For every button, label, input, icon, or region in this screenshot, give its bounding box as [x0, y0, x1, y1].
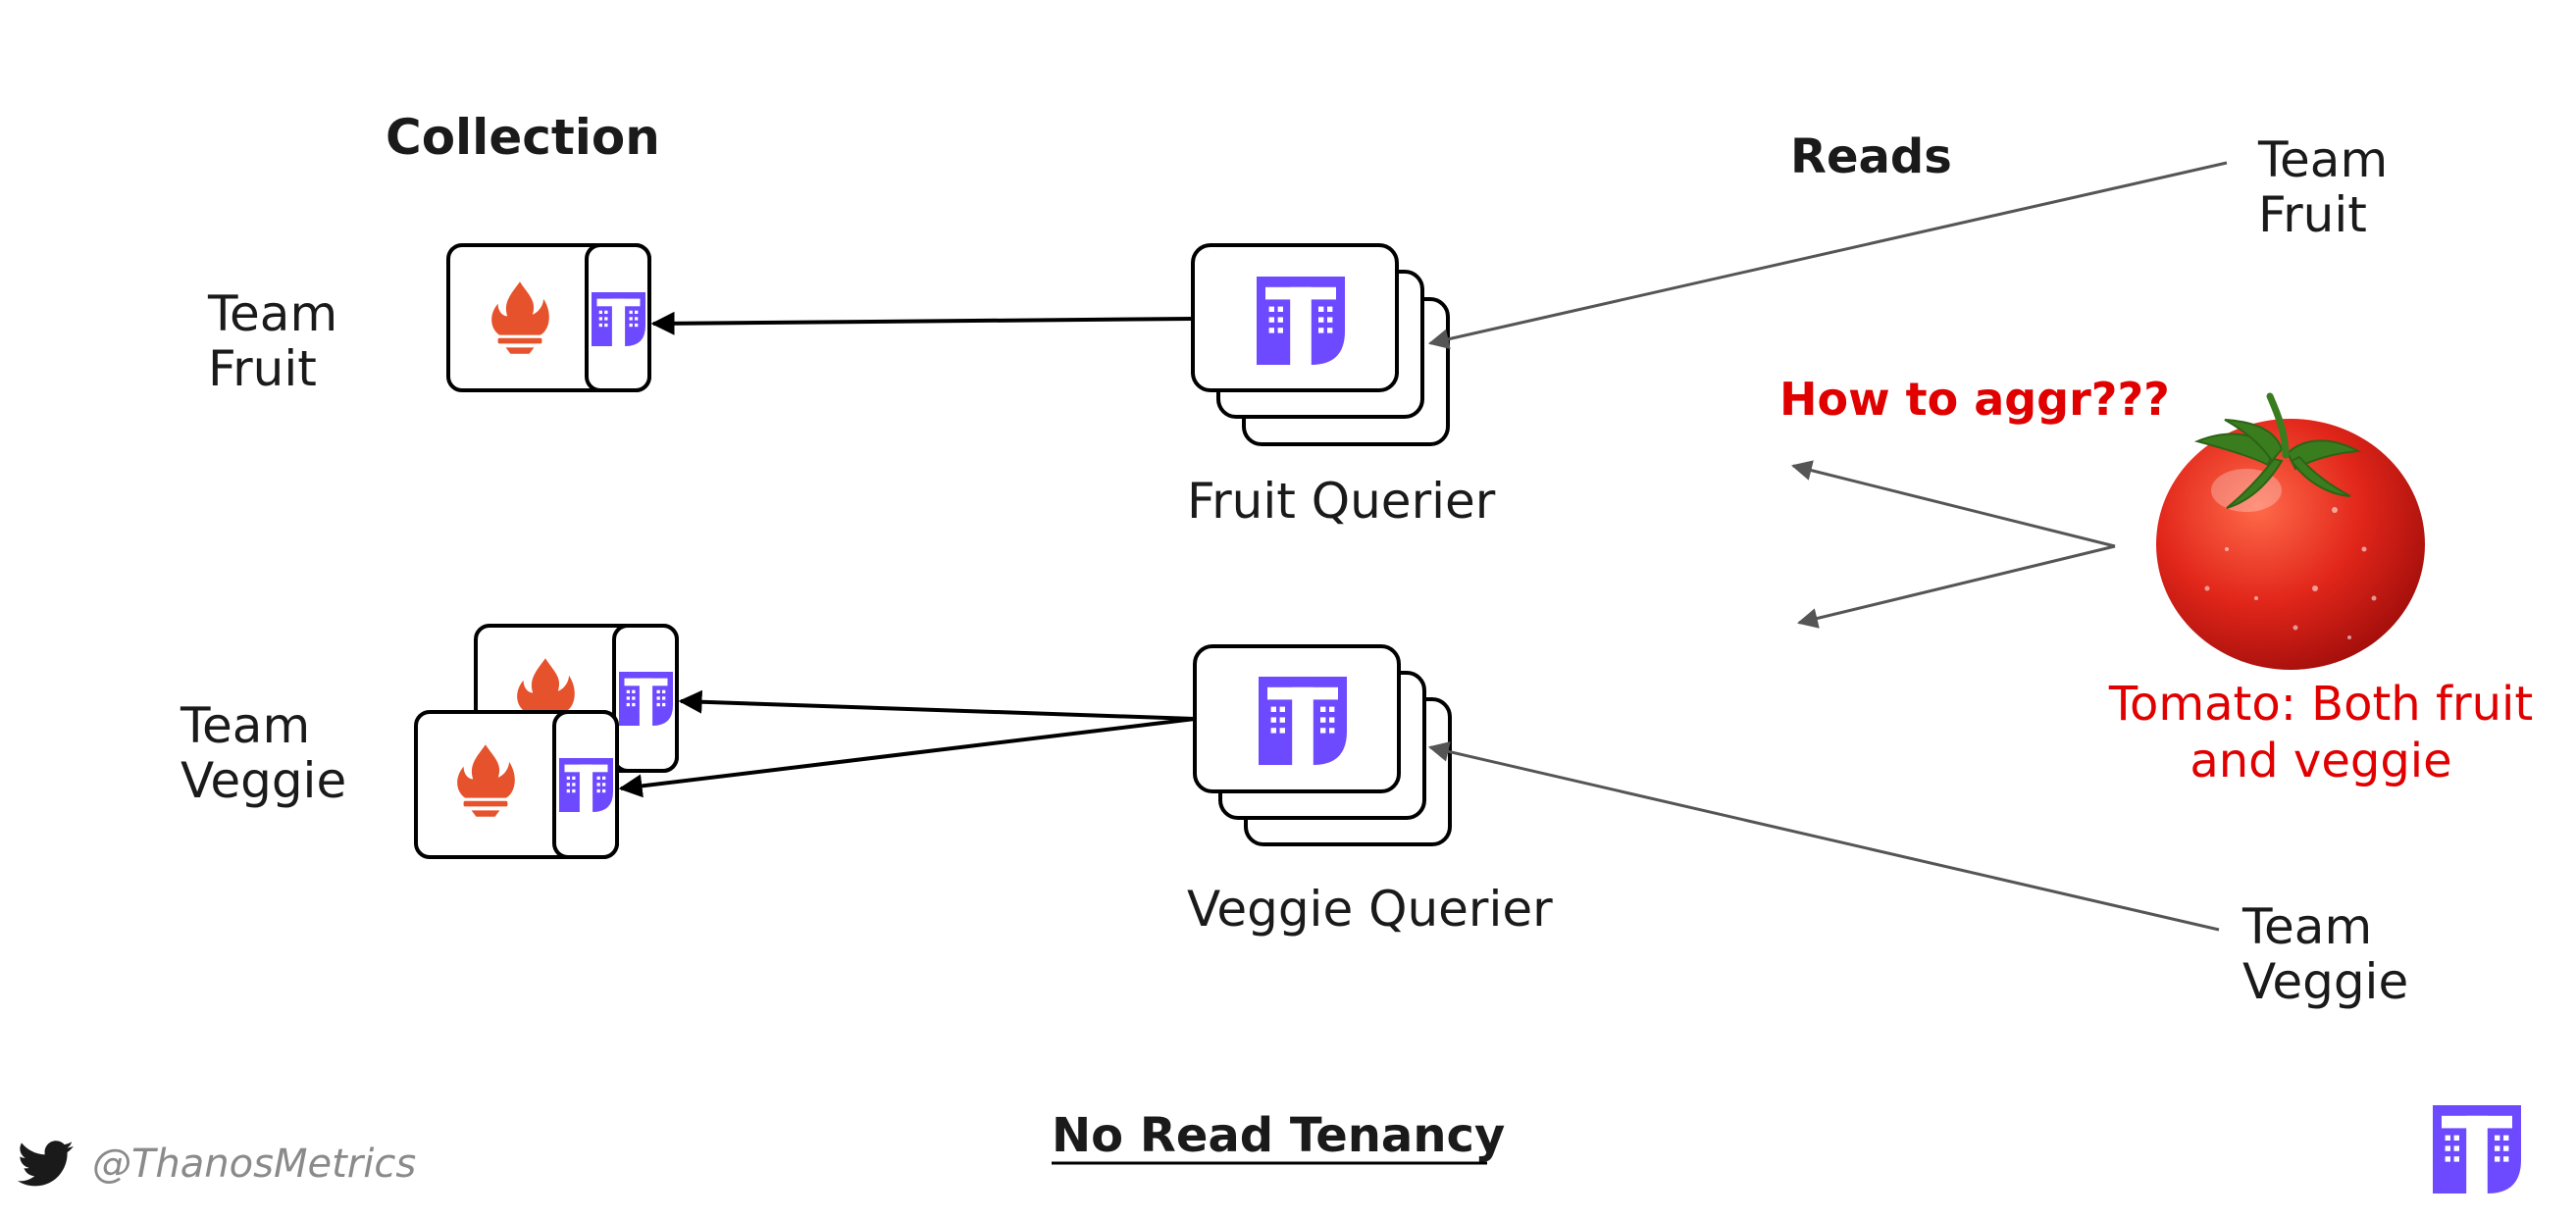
twitter-icon	[18, 1141, 74, 1187]
collection-team-veggie-line-2: Veggie	[180, 752, 347, 809]
veggie-prometheus-node-front	[414, 710, 619, 859]
tomato-caption-line-1: Tomato: Both fruit	[2108, 677, 2534, 732]
aggregation-question: How to aggr???	[1779, 373, 2170, 426]
tomato-image	[2156, 392, 2425, 670]
twitter-handle[interactable]: @ThanosMetrics	[92, 1142, 417, 1187]
footer-title: No Read Tenancy	[1052, 1108, 1506, 1163]
veggie-querier-node	[1193, 644, 1452, 846]
thanos-icon	[619, 672, 673, 726]
fruit-querier-label: Fruit Querier	[1187, 473, 1496, 530]
reads-team-veggie-label: Team Veggie	[2242, 899, 2408, 1009]
arrow-team-veggie-to-veggie-querier	[1427, 741, 2220, 932]
thanos-icon	[1257, 277, 1345, 365]
reads-team-veggie-line-2: Veggie	[2242, 953, 2409, 1010]
arrow-veggie-querier-to-sidecar-front	[618, 717, 1196, 798]
reads-team-veggie-line-1: Team	[2242, 898, 2373, 955]
tomato-caption: Tomato: Both fruit and veggie	[2095, 677, 2547, 789]
arrow-fruit-querier-to-sidecar	[650, 311, 1194, 335]
reads-team-fruit-line-2: Fruit	[2258, 186, 2367, 243]
thanos-icon	[592, 292, 645, 346]
fruit-querier-node	[1191, 243, 1450, 446]
arrow-tomato-up	[1790, 460, 2116, 548]
twitter-handle-block: @ThanosMetrics	[18, 1141, 416, 1188]
arrow-team-fruit-to-fruit-querier	[1427, 161, 2228, 350]
collection-heading: Collection	[386, 109, 660, 166]
reads-team-fruit-label: Team Fruit	[2258, 132, 2388, 242]
tomato-caption-line-2: and veggie	[2190, 733, 2452, 788]
collection-team-veggie-line-1: Team	[180, 697, 311, 754]
collection-team-fruit-line-2: Fruit	[208, 340, 317, 397]
collection-team-fruit-label: Team Fruit	[208, 286, 337, 396]
reads-heading: Reads	[1790, 129, 1952, 184]
veggie-querier-label: Veggie Querier	[1187, 881, 1553, 938]
fruit-prometheus-node	[446, 243, 651, 392]
thanos-icon	[559, 758, 613, 812]
collection-team-veggie-label: Team Veggie	[180, 698, 346, 808]
collection-team-fruit-line-1: Team	[208, 285, 338, 342]
thanos-icon	[2433, 1105, 2521, 1194]
thanos-icon	[1259, 677, 1347, 765]
arrow-veggie-querier-to-sidecar-back	[678, 689, 1196, 721]
reads-team-fruit-line-1: Team	[2258, 131, 2389, 188]
arrow-tomato-down	[1796, 544, 2116, 629]
